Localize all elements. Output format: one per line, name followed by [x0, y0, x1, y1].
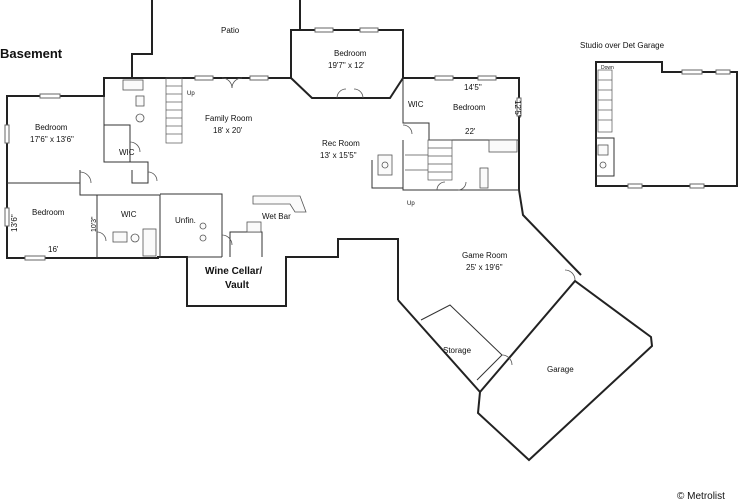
studio-plan — [595, 61, 738, 189]
patio-label: Patio — [221, 26, 240, 35]
plan-title: Basement — [0, 46, 63, 61]
bedroom-right-width-bottom: 22' — [465, 127, 476, 136]
wic-left-label: WIC — [119, 148, 135, 157]
wine-cellar-label-line1: Wine Cellar/ — [205, 266, 262, 277]
wic-bottom-label: WIC — [121, 210, 137, 219]
garage-label: Garage — [547, 365, 574, 374]
bedroom-left-dim: 17'6" x 13'6" — [30, 135, 74, 144]
game-room-label: Game Room — [462, 251, 508, 260]
bedroom-bottom-width: 16' — [48, 245, 59, 254]
stair-up-label-rec: Up — [407, 201, 415, 207]
stair-up-label-main: Up — [187, 91, 195, 97]
unfin-label: Unfin. — [175, 216, 196, 225]
bedroom-right-label: Bedroom — [453, 103, 486, 112]
bedroom-bottom-label: Bedroom — [32, 208, 65, 217]
rec-room-label: Rec Room — [322, 139, 360, 148]
storage-label: Storage — [443, 346, 472, 355]
stairs-main — [165, 77, 183, 144]
family-room-dim: 18' x 20' — [213, 126, 243, 135]
stairs-rec — [405, 139, 453, 181]
bedroom-left-label: Bedroom — [35, 123, 68, 132]
interior-walls — [7, 78, 519, 381]
wine-cellar-label-line2: Vault — [225, 280, 250, 291]
rec-room-dim: 13' x 15'5" — [320, 151, 357, 160]
doors — [79, 77, 576, 366]
wic-bottom-dim: 10'3" — [91, 216, 98, 232]
wic-right-label: WIC — [408, 100, 424, 109]
watermark: © Metrolist — [677, 491, 725, 502]
bedroom-right-width-top: 14'5" — [464, 83, 482, 92]
windows — [4, 27, 522, 261]
bedroom-top-dim: 19'7" x 12' — [328, 61, 365, 70]
bedroom-bottom-height: 13'6" — [10, 214, 19, 232]
room-labels: Basement Studio over Det Garage Patio Be… — [0, 26, 725, 502]
bedroom-right-height: 12'5" — [513, 100, 522, 118]
game-room-dim: 25' x 19'6" — [466, 263, 503, 272]
family-room-label: Family Room — [205, 114, 252, 123]
fixtures — [112, 79, 518, 257]
studio-stair-down-label: Down — [601, 65, 614, 71]
bedroom-top-label: Bedroom — [334, 49, 367, 58]
studio-title: Studio over Det Garage — [580, 41, 665, 50]
wet-bar-label: Wet Bar — [262, 212, 291, 221]
